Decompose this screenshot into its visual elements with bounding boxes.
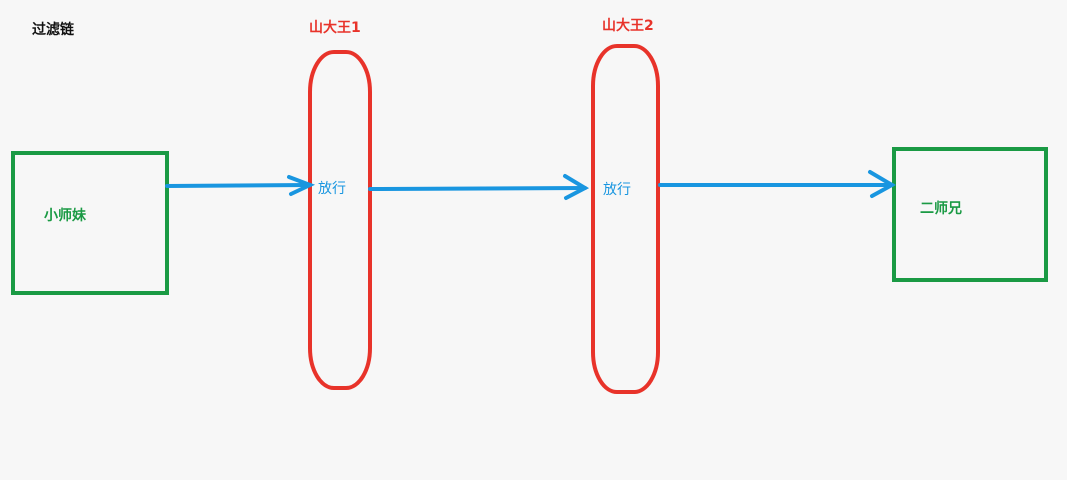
filter-1-action: 放行: [318, 181, 346, 197]
arrow-filter-1-to-filter-2: [368, 174, 590, 200]
target-box: [892, 147, 1048, 282]
target-label: 二师兄: [920, 201, 962, 217]
diagram-title: 过滤链: [32, 22, 74, 38]
filter-2-shape: [591, 44, 660, 394]
arrow-filter-2-to-target: [658, 170, 897, 198]
filter-2-title: 山大王2: [602, 18, 654, 34]
source-label: 小师妹: [44, 208, 86, 224]
filter-2-action: 放行: [603, 182, 631, 198]
filter-1-title: 山大王1: [309, 20, 361, 36]
filter-1-shape: [308, 50, 372, 390]
arrow-source-to-filter-1: [165, 175, 316, 196]
source-box: [11, 151, 169, 295]
